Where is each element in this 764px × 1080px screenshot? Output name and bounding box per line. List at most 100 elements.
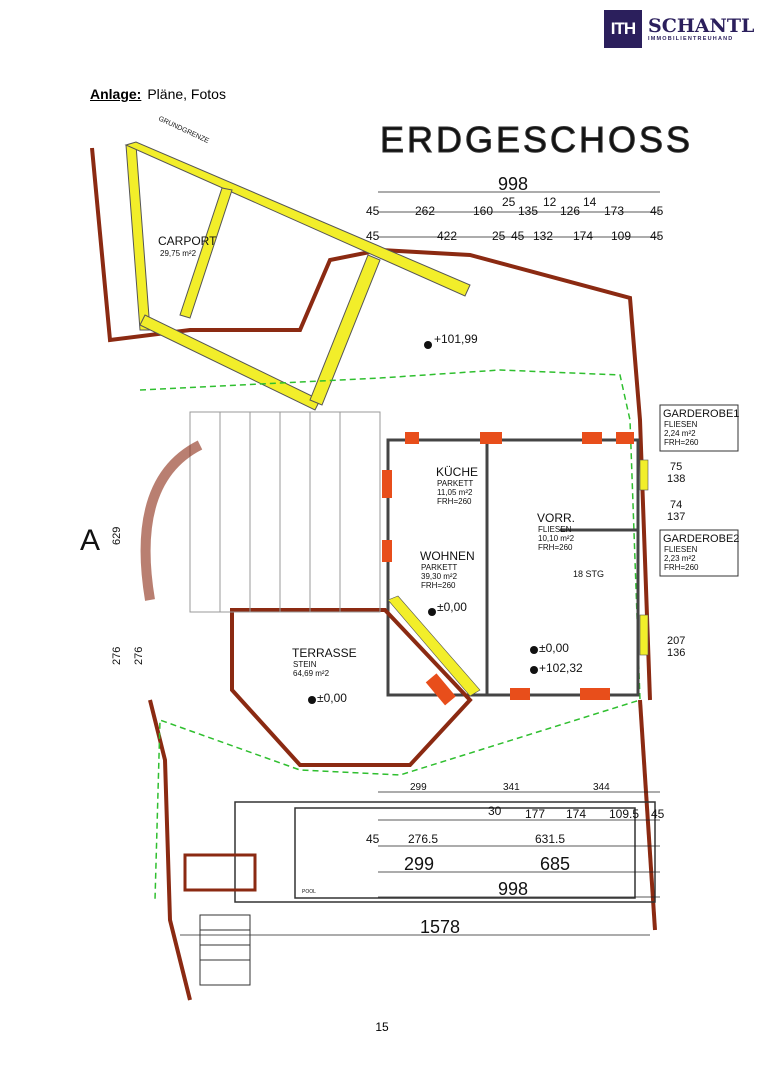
level-top: +101,99 [424,332,478,349]
svg-text:+101,99: +101,99 [434,332,478,346]
boundary-label: GRUNDGRENZE [157,115,210,145]
svg-text:276: 276 [111,647,123,665]
attachment-heading: Anlage: Pläne, Fotos [90,86,226,102]
pergola [189,411,381,613]
stairs-label: 18 STG [573,569,604,579]
svg-text:45: 45 [511,229,525,243]
level-terrasse: ±0,00 [308,691,347,705]
room-carport: CARPORT 29,75 m²2 [158,234,217,258]
heading-text: Pläne, Fotos [147,86,226,102]
svg-text:FLIESEN: FLIESEN [664,420,698,429]
svg-text:+102,32: +102,32 [539,661,583,675]
property-boundary [90,147,657,1001]
room-terrasse: TERRASSE STEIN 64,69 m²2 [292,646,357,678]
section-mark: A [80,524,100,557]
carport-beams [124,141,471,411]
pool-label: POOL [302,889,316,895]
svg-text:30: 30 [488,804,502,818]
left-dims: 629 276 276 [111,527,145,665]
svg-text:109: 109 [611,229,631,243]
dimension-lines [180,191,660,936]
bottom-dims-row4: 299 685 [404,854,570,874]
svg-text:FRH=260: FRH=260 [538,543,573,552]
svg-text:FLIESEN: FLIESEN [664,545,698,554]
logo-name: SCHANTL [648,15,755,37]
svg-text:11,05 m²2: 11,05 m²2 [437,488,473,497]
svg-text:45: 45 [366,229,380,243]
page-number: 15 [375,1020,389,1034]
svg-text:132: 132 [533,229,553,243]
svg-text:TERRASSE: TERRASSE [292,646,357,660]
svg-text:45: 45 [650,204,664,218]
svg-text:126: 126 [560,204,580,218]
svg-text:207: 207 [667,635,685,647]
yellow-walls [387,459,649,697]
bottom-dims-row1: 299 341 344 [410,782,610,793]
svg-text:344: 344 [593,782,610,793]
svg-text:25: 25 [502,195,516,209]
heading-label: Anlage: [90,86,142,102]
svg-text:39,30 m²2: 39,30 m²2 [421,572,458,581]
dims-row2: 45 422 25 45 132 174 109 45 [366,229,664,243]
svg-text:12: 12 [543,195,557,209]
svg-text:174: 174 [566,807,586,821]
drainage-line [139,369,641,901]
svg-text:±0,00: ±0,00 [317,691,347,705]
pool [234,801,656,903]
level-vorraum: ±0,00+102,32 [530,641,583,675]
svg-text:10,10 m²2: 10,10 m²2 [538,534,575,543]
room-wohnen: WOHNEN PARKETT 39,30 m²2 FRH=260 [420,549,475,590]
svg-text:2,23 m²2: 2,23 m²2 [664,554,696,563]
svg-text:VORR.: VORR. [537,511,575,525]
company-logo: ITH SCHANTL IMMOBILIENTREUHAND [604,10,754,48]
svg-text:25: 25 [492,229,506,243]
svg-text:FRH=260: FRH=260 [437,497,472,506]
plan-title: ERDGESCHOSS [380,119,693,160]
svg-text:177: 177 [525,807,545,821]
svg-text:137: 137 [667,511,685,523]
svg-text:136: 136 [667,647,685,659]
terrace-outline [230,608,473,767]
svg-text:45: 45 [650,229,664,243]
svg-text:45: 45 [366,204,380,218]
svg-text:341: 341 [503,782,520,793]
svg-text:GARDEROBE2: GARDEROBE2 [663,533,739,545]
svg-text:KÜCHE: KÜCHE [436,465,478,479]
bottom-dims-row3: 45 276.5 631.5 [366,832,565,846]
svg-text:299: 299 [404,854,434,874]
svg-text:685: 685 [540,854,570,874]
bottom-total-1578: 1578 [420,917,460,937]
svg-text:174: 174 [573,229,593,243]
svg-text:64,69 m²2: 64,69 m²2 [293,669,330,678]
room-kueche: KÜCHE PARKETT 11,05 m²2 FRH=260 [436,465,478,506]
svg-text:WOHNEN: WOHNEN [420,549,475,563]
svg-text:PARKETT: PARKETT [421,563,457,572]
svg-text:276.5: 276.5 [408,832,438,846]
svg-text:138: 138 [667,473,685,485]
logo-subtitle: IMMOBILIENTREUHAND [648,36,734,42]
svg-text:135: 135 [518,204,538,218]
svg-text:422: 422 [437,229,457,243]
svg-text:74: 74 [670,499,682,511]
svg-text:2,24 m²2: 2,24 m²2 [664,429,696,438]
dim-total-top: 998 [498,174,528,194]
svg-text:±0,00: ±0,00 [437,600,467,614]
svg-text:GARDEROBE1: GARDEROBE1 [663,408,739,420]
svg-text:173: 173 [604,204,624,218]
svg-text:14: 14 [583,195,597,209]
svg-text:45: 45 [366,832,380,846]
level-wohnen: ±0,00 [428,600,467,616]
room-vorraum: VORR. FLIESEN 10,10 m²2 FRH=260 [537,511,575,552]
svg-text:299: 299 [410,782,427,793]
svg-text:29,75 m²2: 29,75 m²2 [160,249,197,258]
svg-text:631.5: 631.5 [535,832,565,846]
entry-steps [183,853,257,986]
svg-text:109.5: 109.5 [609,807,639,821]
svg-text:629: 629 [111,527,123,545]
logo-mark: ITH [604,10,642,48]
svg-text:FRH=260: FRH=260 [421,581,456,590]
